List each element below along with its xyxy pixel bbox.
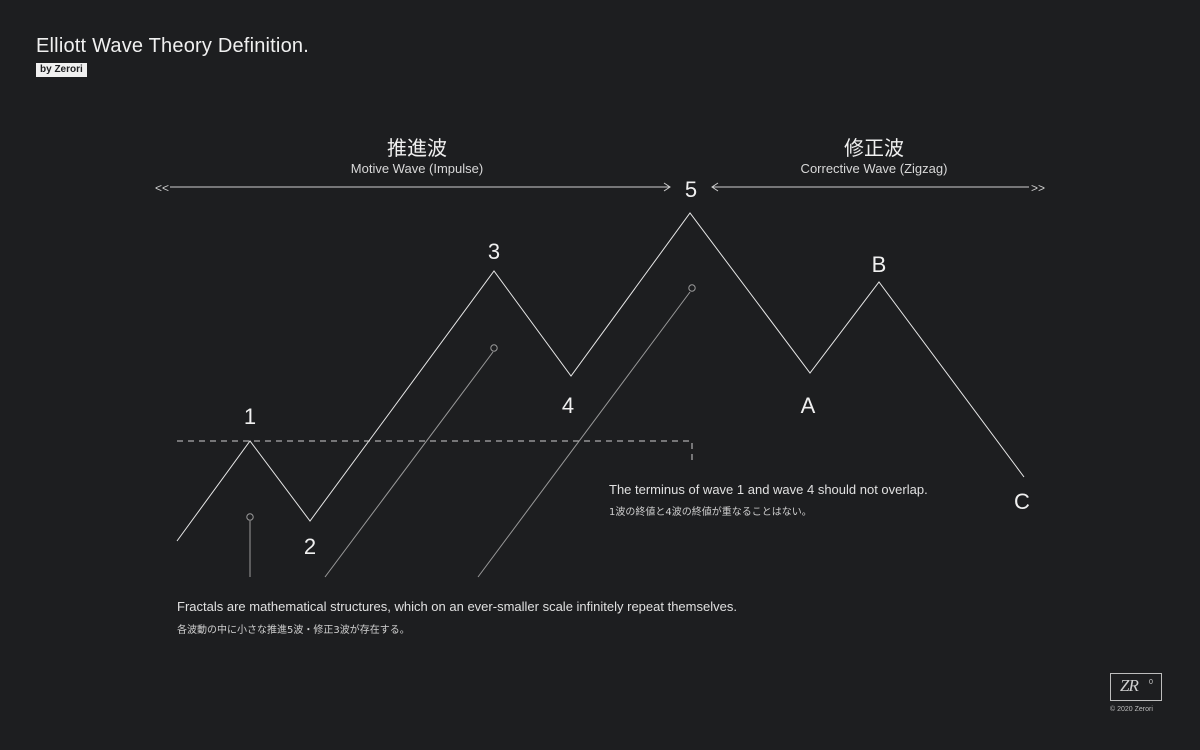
fractal-marker-1 [246,513,254,521]
corrective-wave-title-jp: 修正波 [844,136,904,160]
wave-label-a: A [800,393,816,418]
wave-label-b: B [871,252,887,277]
page-title: Elliott Wave Theory Definition. [36,35,309,57]
wave-label-5: 5 [684,177,698,202]
copyright-text: © 2020 Zerori [1110,706,1153,713]
fractal-marker-3 [688,284,696,292]
wave-label-c: C [1014,489,1030,514]
corrective-arrow-right-mark: >> [1031,181,1045,195]
wave-label-4: 4 [561,393,575,418]
fractal-marker-2 [490,344,498,352]
fractal-note-jp: 各波動の中に小さな推進5波・修正3波が存在する。 [177,625,410,636]
wave-label-2: 2 [303,534,317,559]
wave-label-3: 3 [487,239,501,264]
logo-text: ZR [1120,676,1139,695]
motive-wave-title-jp: 推進波 [387,136,447,160]
logo-sup: 0 [1149,679,1153,686]
author-badge: by Zerori [36,63,87,77]
overlap-dashed-line [177,440,693,462]
overlap-note-en: The terminus of wave 1 and wave 4 should… [609,482,928,497]
motive-wave-title-en: Motive Wave (Impulse) [350,161,484,176]
wave-path [176,212,1025,542]
corrective-wave-title-en: Corrective Wave (Zigzag) [800,161,948,176]
corrective-arrow-left-head [711,182,719,192]
wave-label-1: 1 [243,404,257,429]
motive-arrow-right-head [663,182,671,192]
zerori-logo: ZR 0 [1110,673,1162,701]
fractal-note-en: Fractals are mathematical structures, wh… [177,599,737,614]
fractal-guide-line-3 [477,291,691,578]
overlap-note-jp: 1波の終値と4波の終値が重なることはない。 [609,507,812,518]
fractal-guide-line-2 [324,351,494,578]
motive-arrow-left-mark: << [155,181,169,195]
